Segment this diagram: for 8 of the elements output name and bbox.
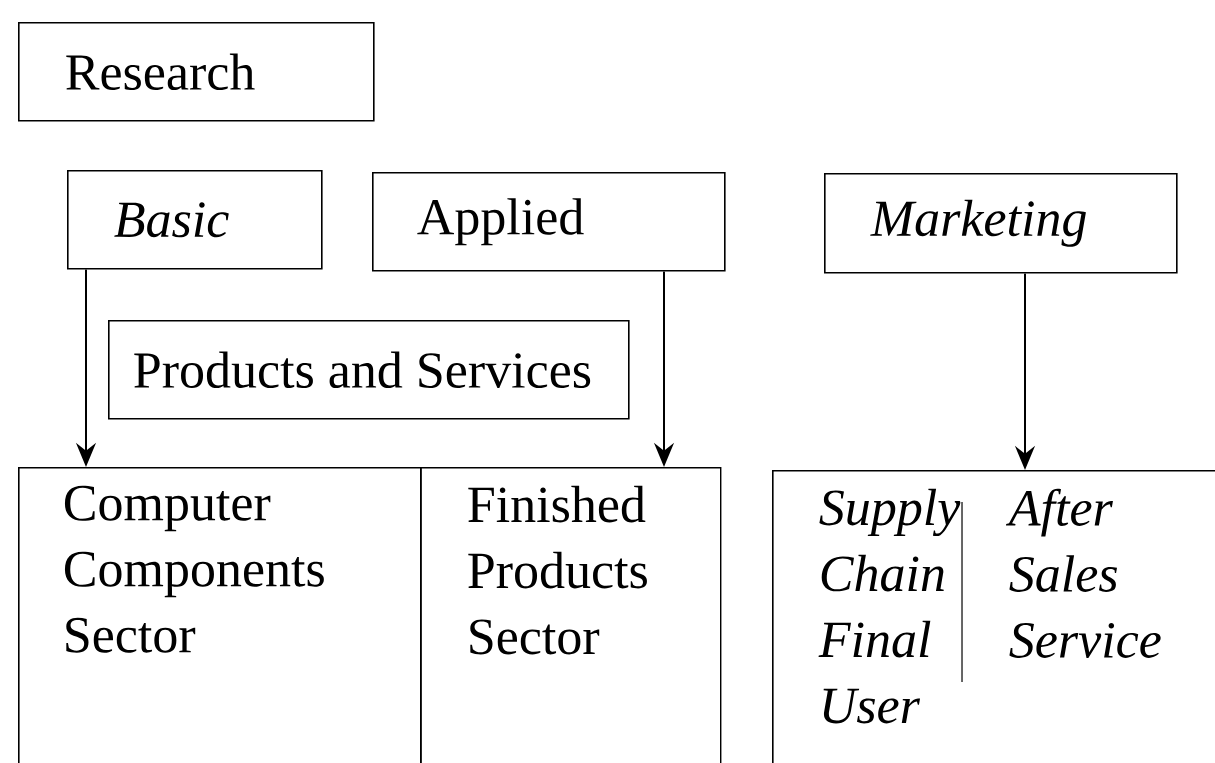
box: Research bbox=[18, 22, 375, 122]
box: Basic bbox=[67, 170, 323, 270]
sector-box: Computer Components Sector bbox=[18, 467, 422, 763]
box: Products and Services bbox=[108, 320, 630, 420]
sector-box: Finished Products Sector bbox=[420, 467, 722, 763]
sector-box: Supply Chain Final User After Sales Service bbox=[772, 470, 1215, 763]
box: Applied bbox=[372, 172, 726, 272]
box: Marketing bbox=[824, 173, 1178, 274]
